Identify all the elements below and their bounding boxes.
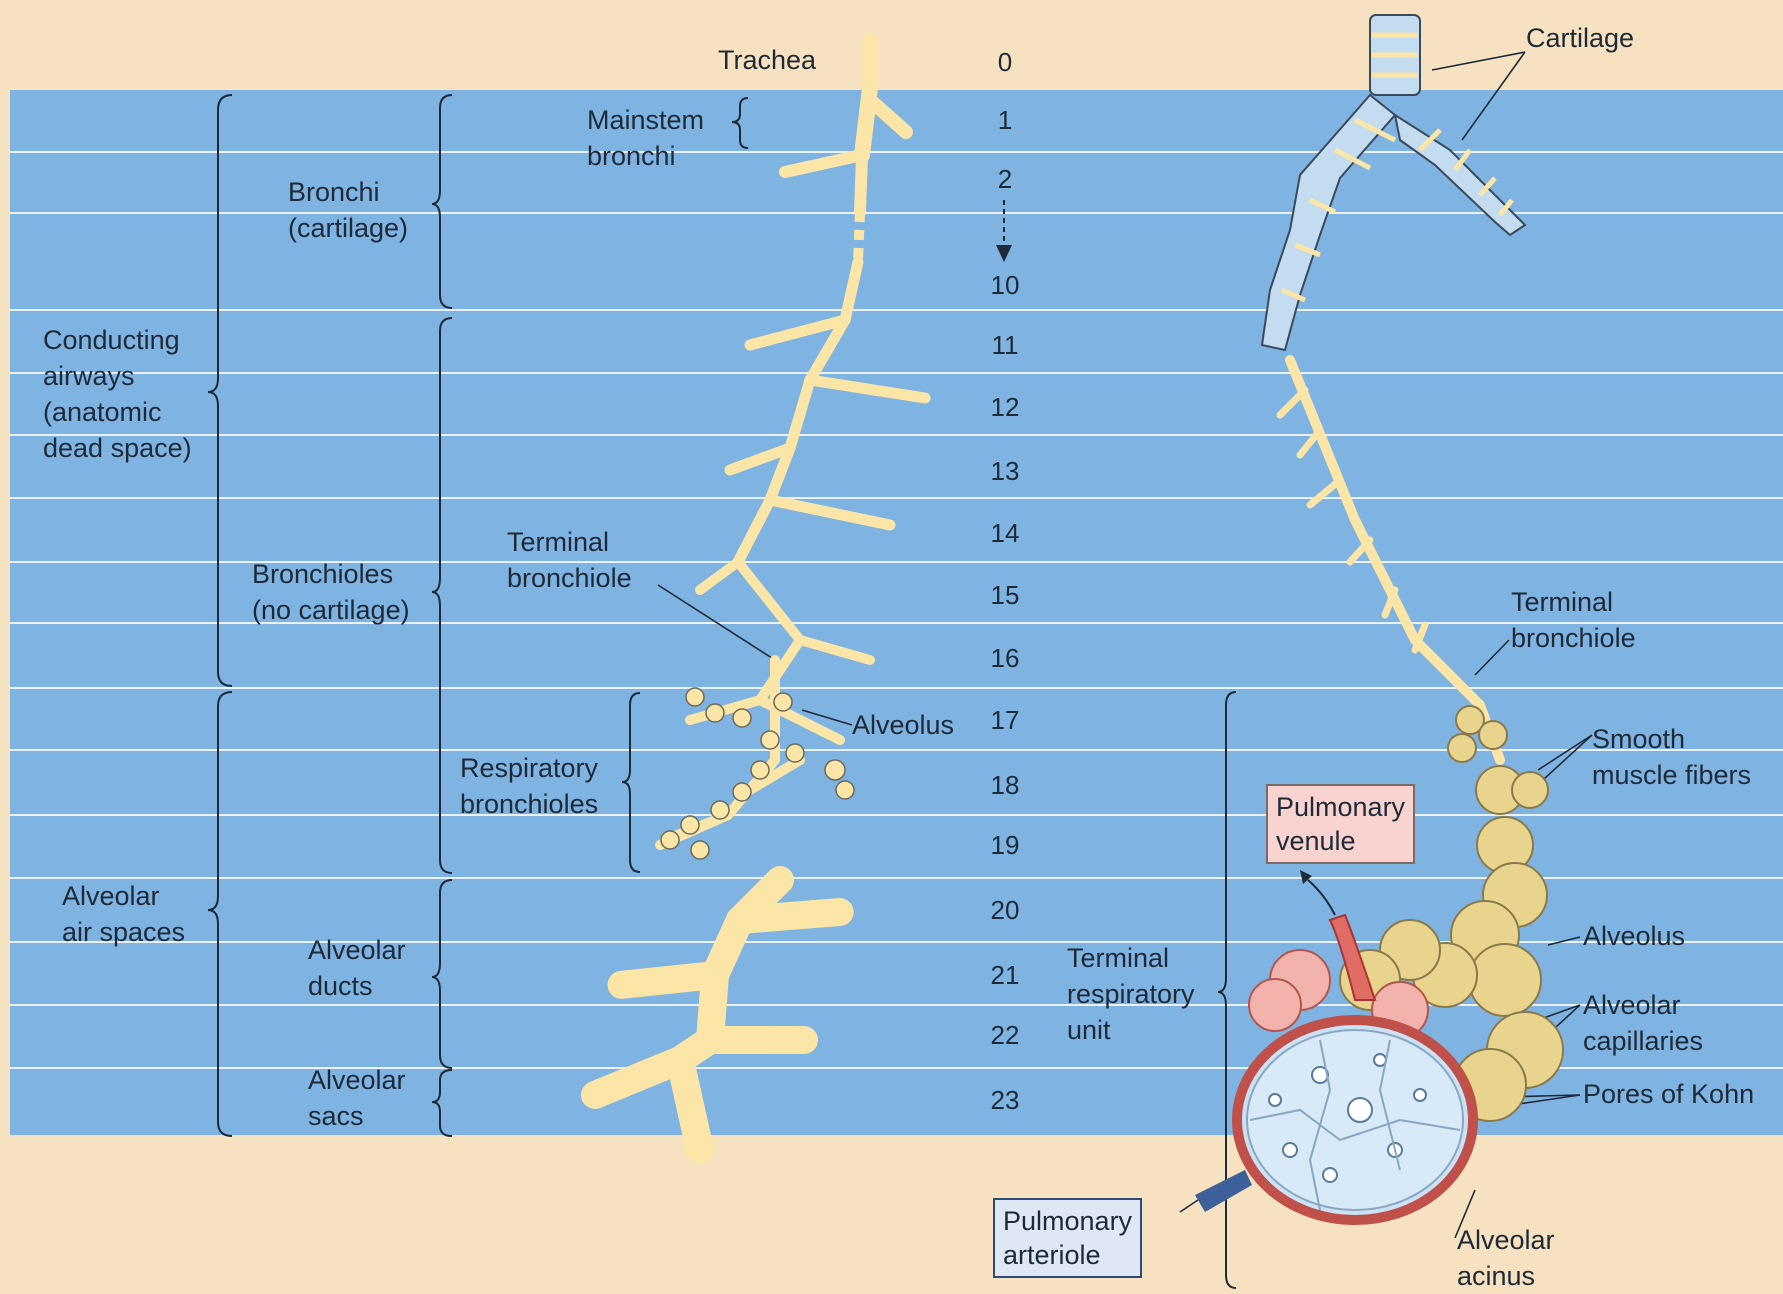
label-line: Bronchioles bbox=[252, 556, 410, 592]
label-line: Smooth bbox=[1592, 721, 1751, 757]
label-line: muscle fibers bbox=[1592, 757, 1751, 793]
label-line: Alveolar bbox=[62, 878, 185, 914]
generation-number: 19 bbox=[975, 830, 1035, 860]
label-line: Conducting bbox=[43, 322, 192, 358]
generation-number: 21 bbox=[975, 960, 1035, 990]
alveolar-capillaries-label: Alveolar capillaries bbox=[1583, 987, 1703, 1059]
generation-number: 0 bbox=[975, 47, 1035, 77]
cartilage-label: Cartilage bbox=[1526, 20, 1634, 56]
generation-number: 12 bbox=[975, 392, 1035, 422]
airway-dashed-segment bbox=[858, 212, 860, 262]
label-line: Terminal bbox=[1511, 584, 1636, 620]
label-line: Alveolar bbox=[308, 932, 406, 968]
alveolar-sac-cross-section bbox=[1237, 1020, 1473, 1220]
label-line: unit bbox=[1067, 1012, 1195, 1048]
generation-number: 23 bbox=[975, 1085, 1035, 1115]
terminal-bronchiole-right-label: Terminal bronchiole bbox=[1511, 584, 1636, 656]
label-line: Respiratory bbox=[460, 750, 598, 786]
label-line: ducts bbox=[308, 968, 406, 1004]
terminal-bronchiole-label: Terminal bronchiole bbox=[507, 524, 632, 596]
respiratory-bronchioles-label: Respiratory bronchioles bbox=[460, 750, 598, 822]
label-line: Terminal bbox=[507, 524, 632, 560]
generation-number: 1 bbox=[975, 105, 1035, 135]
mainstem-bronchi-label: Mainstem bronchi bbox=[587, 102, 704, 174]
label-line: Bronchi bbox=[288, 174, 408, 210]
label-line: airways bbox=[43, 358, 192, 394]
label-line: Mainstem bbox=[587, 102, 704, 138]
generation-number: 22 bbox=[975, 1020, 1035, 1050]
label-line: bronchi bbox=[587, 138, 704, 174]
label-line: bronchiole bbox=[507, 560, 632, 596]
alveolus-right-label: Alveolus bbox=[1583, 918, 1685, 954]
label-line: acinus bbox=[1457, 1258, 1555, 1294]
label-line: air spaces bbox=[62, 914, 185, 950]
label-line: dead space) bbox=[43, 430, 192, 466]
generation-number: 10 bbox=[975, 270, 1035, 300]
smooth-muscle-label: Smooth muscle fibers bbox=[1592, 721, 1751, 793]
label-line: sacs bbox=[308, 1098, 406, 1134]
label-line: Pulmonary bbox=[1003, 1204, 1132, 1238]
label-line: (anatomic bbox=[43, 394, 192, 430]
generation-number: 13 bbox=[975, 456, 1035, 486]
conducting-airways-label: Conducting airways (anatomic dead space) bbox=[43, 322, 192, 466]
label-line: capillaries bbox=[1583, 1023, 1703, 1059]
generation-number: 20 bbox=[975, 895, 1035, 925]
label-line: Pulmonary bbox=[1276, 790, 1405, 824]
label-line: bronchioles bbox=[460, 786, 598, 822]
pulmonary-venule-label: Pulmonary venule bbox=[1266, 784, 1415, 864]
generation-number: 17 bbox=[975, 705, 1035, 735]
label-line: respiratory bbox=[1067, 976, 1195, 1012]
generation-number: 15 bbox=[975, 580, 1035, 610]
pulmonary-arteriole-label: Pulmonary arteriole bbox=[993, 1198, 1142, 1278]
label-line: venule bbox=[1276, 824, 1405, 858]
terminal-respiratory-unit-label: Terminal respiratory unit bbox=[1067, 940, 1195, 1048]
bronchioles-label: Bronchioles (no cartilage) bbox=[252, 556, 410, 628]
label-line: (cartilage) bbox=[288, 210, 408, 246]
generation-number: 14 bbox=[975, 518, 1035, 548]
label-line: Alveolar bbox=[1457, 1222, 1555, 1258]
label-line: (no cartilage) bbox=[252, 592, 410, 628]
generation-number: 11 bbox=[975, 330, 1035, 360]
pulmonary-arteriole-vessel bbox=[1195, 1170, 1252, 1212]
generation-number: 18 bbox=[975, 770, 1035, 800]
pores-of-kohn-label: Pores of Kohn bbox=[1583, 1076, 1754, 1112]
label-line: arteriole bbox=[1003, 1238, 1132, 1272]
alveolar-air-spaces-label: Alveolar air spaces bbox=[62, 878, 185, 950]
label-line: Alveolar bbox=[1583, 987, 1703, 1023]
alveolus-tree-label: Alveolus bbox=[852, 707, 954, 743]
generation-number: 2 bbox=[975, 164, 1035, 194]
alveolar-sacs-label: Alveolar sacs bbox=[308, 1062, 406, 1134]
alveolar-ducts-label: Alveolar ducts bbox=[308, 932, 406, 1004]
bronchi-label: Bronchi (cartilage) bbox=[288, 174, 408, 246]
label-line: Terminal bbox=[1067, 940, 1195, 976]
label-line: Alveolar bbox=[308, 1062, 406, 1098]
label-line: bronchiole bbox=[1511, 620, 1636, 656]
trachea-label: Trachea bbox=[718, 42, 816, 78]
generation-number: 16 bbox=[975, 643, 1035, 673]
alveolar-acinus-label: Alveolar acinus bbox=[1457, 1222, 1555, 1294]
